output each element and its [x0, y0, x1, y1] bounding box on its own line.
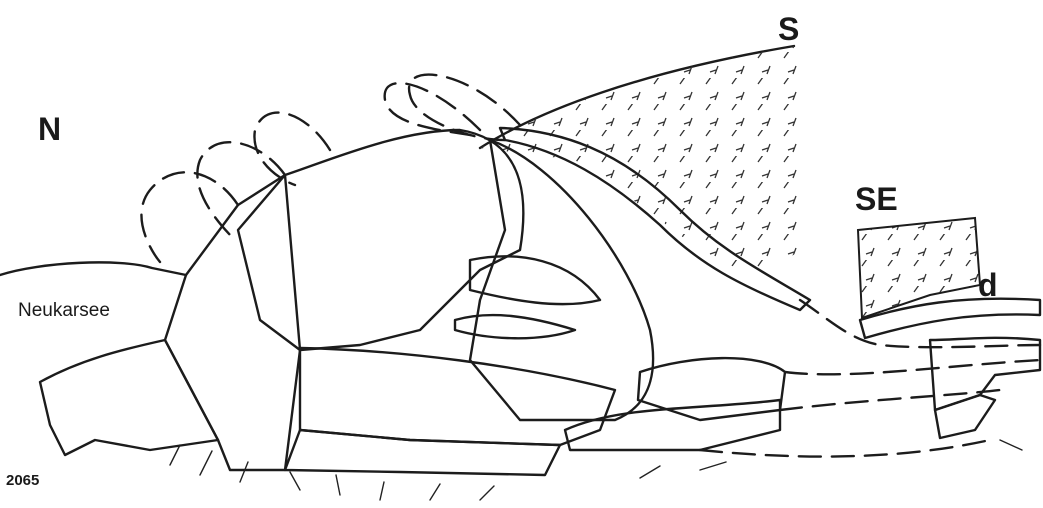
label-southeast: SE [855, 181, 898, 217]
wavy-layer [300, 348, 615, 445]
crystalline-body-south [480, 46, 805, 280]
label-north: N [38, 111, 61, 147]
crystalline-block-se [858, 218, 980, 318]
terrain-drawing [0, 46, 1040, 500]
gneiss-body-north [165, 175, 300, 470]
wavy-tongue [470, 256, 600, 304]
limestone-fold [238, 130, 523, 350]
label-south: S [778, 11, 799, 47]
dotted-basal-layer [285, 430, 560, 475]
label-unit-d: d [978, 267, 998, 303]
label-neukarsee: Neukarsee [18, 300, 110, 321]
label-elevation: 2065 [6, 472, 39, 489]
